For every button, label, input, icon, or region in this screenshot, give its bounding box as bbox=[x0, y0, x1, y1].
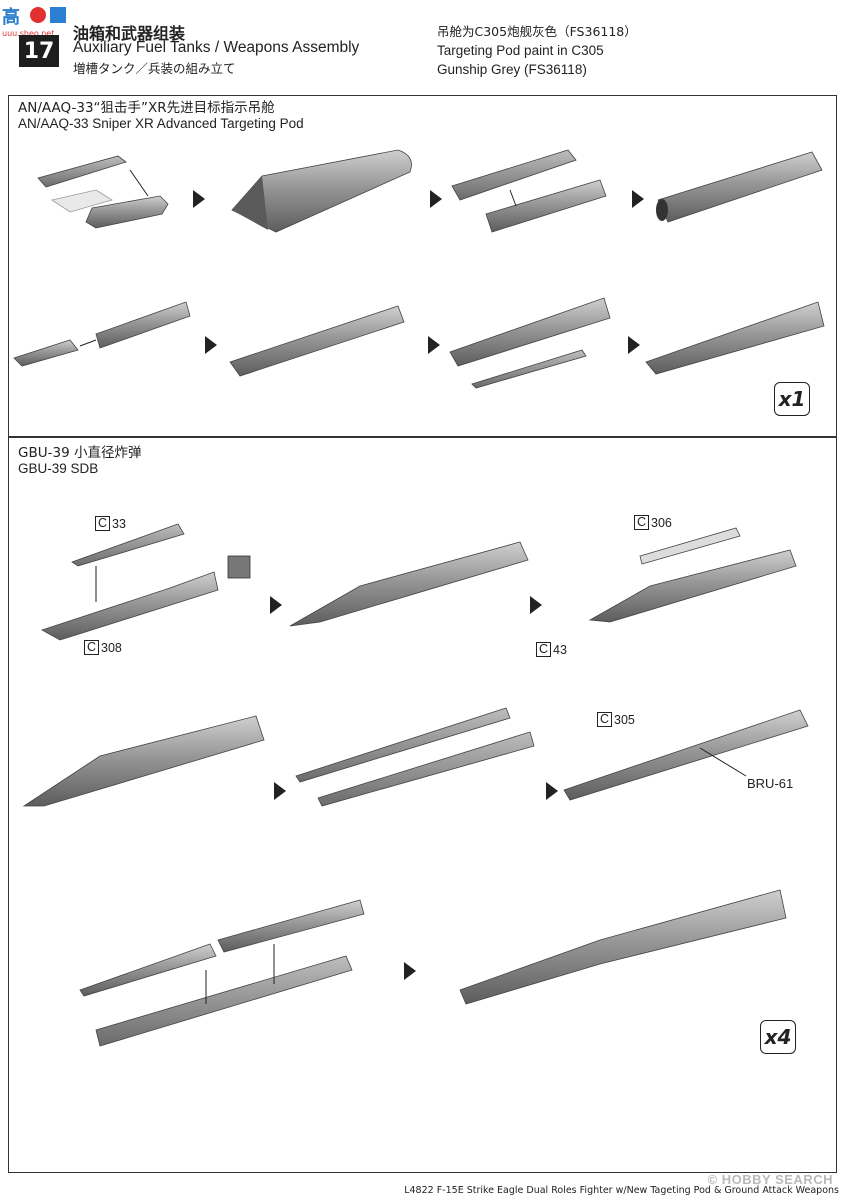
gbu39-title: GBU-39 小直径炸弹 GBU-39 SDB bbox=[18, 445, 141, 477]
right-arrow-icon bbox=[628, 336, 640, 354]
paint-note: 吊舱为C305炮舰灰色（FS36118） Targeting Pod paint… bbox=[437, 22, 637, 79]
pod-final bbox=[645, 301, 825, 375]
gbu-step1-result bbox=[289, 541, 529, 627]
gbu-quantity-badge: x4 bbox=[760, 1020, 796, 1054]
footer-caption: L4822 F-15E Strike Eagle Dual Roles Figh… bbox=[404, 1185, 839, 1196]
paint-note-en-1: Targeting Pod paint in C305 bbox=[437, 43, 604, 58]
gbu-step2 bbox=[588, 527, 797, 623]
gbu39-title-en: GBU-39 SDB bbox=[18, 461, 99, 476]
watermark: © HOBBY SEARCH bbox=[707, 1172, 833, 1187]
targeting-pod-title-zh: AN/AAQ-33“狙击手”XR先进目标指示吊舱 bbox=[18, 100, 275, 116]
gbu-step1-parts bbox=[41, 523, 251, 641]
part-number: 308 bbox=[101, 640, 122, 655]
paint-note-en-2: Gunship Grey (FS36118) bbox=[437, 62, 587, 77]
targeting-pod-title-en: AN/AAQ-33 Sniper XR Advanced Targeting P… bbox=[18, 116, 304, 131]
part-prefix: C bbox=[634, 515, 650, 530]
part-prefix: C bbox=[597, 712, 613, 727]
gbu-final-assembly bbox=[459, 889, 787, 1005]
right-arrow-icon bbox=[632, 190, 644, 208]
pod-step1-parts bbox=[37, 155, 169, 229]
targeting-pod-panel bbox=[8, 95, 837, 437]
pod-step2-result bbox=[656, 151, 823, 223]
pod-step3-parts bbox=[13, 301, 191, 367]
part-prefix: C bbox=[84, 640, 100, 655]
pod-step2-parts bbox=[451, 149, 607, 233]
step-title-en: Auxiliary Fuel Tanks / Weapons Assembly bbox=[73, 39, 360, 56]
pod-step1-result bbox=[231, 149, 412, 233]
pod-quantity-badge: x1 bbox=[774, 382, 810, 416]
part-number: 43 bbox=[553, 642, 567, 657]
step-title-jp: 増槽タンク／兵装の組み立て bbox=[73, 61, 236, 76]
gbu39-panel bbox=[8, 437, 837, 1173]
part-number: 33 bbox=[112, 516, 126, 531]
part-number: 306 bbox=[651, 515, 672, 530]
part-prefix: C bbox=[536, 642, 552, 657]
pod-step3-result bbox=[229, 305, 405, 377]
right-arrow-icon bbox=[428, 336, 440, 354]
gbu39-title-zh: GBU-39 小直径炸弹 bbox=[18, 445, 142, 461]
step-title-zh: 油箱和武器组装 bbox=[73, 24, 186, 43]
pod-step4-parts bbox=[449, 297, 611, 389]
right-arrow-icon bbox=[404, 962, 416, 980]
targeting-pod-title: AN/AAQ-33“狙击手”XR先进目标指示吊舱 AN/AAQ-33 Snipe… bbox=[18, 100, 304, 132]
right-arrow-icon bbox=[205, 336, 217, 354]
right-arrow-icon bbox=[270, 596, 282, 614]
bru-61-rack bbox=[563, 709, 809, 801]
right-arrow-icon bbox=[546, 782, 558, 800]
paint-note-zh: 吊舱为C305炮舰灰色（FS36118） bbox=[437, 24, 637, 39]
step-number-badge: 17 bbox=[19, 35, 59, 67]
svg-text:高: 高 bbox=[2, 6, 20, 28]
right-arrow-icon bbox=[430, 190, 442, 208]
gbu-row2-bomb bbox=[22, 715, 265, 807]
part-number: 305 bbox=[614, 712, 635, 727]
right-arrow-icon bbox=[193, 190, 205, 208]
right-arrow-icon bbox=[274, 782, 286, 800]
gbu-row3-parts bbox=[79, 899, 365, 1047]
bru-parts bbox=[295, 707, 535, 807]
part-prefix: C bbox=[95, 516, 111, 531]
bru-61-label: BRU-61 bbox=[747, 776, 794, 791]
site-logo: 高 uuu.sheo.net bbox=[0, 3, 72, 39]
right-arrow-icon bbox=[530, 596, 542, 614]
svg-text:uuu.sheo.net: uuu.sheo.net bbox=[2, 29, 54, 38]
